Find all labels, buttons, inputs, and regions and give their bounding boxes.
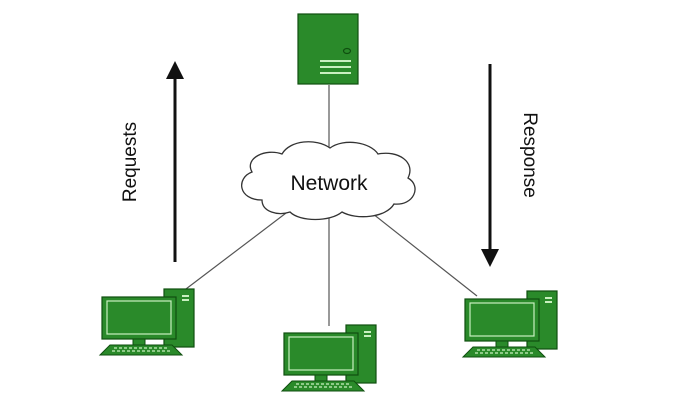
- network-label: Network: [290, 172, 368, 195]
- network-cloud-icon: [241, 141, 416, 221]
- requests-label: Requests: [120, 122, 141, 202]
- server-icon: [297, 13, 359, 85]
- edge-network-client-right: [367, 209, 478, 297]
- computer-icon-client-center: [281, 324, 377, 392]
- computer-icon-client-left: [99, 288, 195, 356]
- edge-network-client-left: [181, 209, 291, 293]
- computer-icon-client-right: [462, 290, 558, 358]
- response-label: Response: [519, 112, 540, 198]
